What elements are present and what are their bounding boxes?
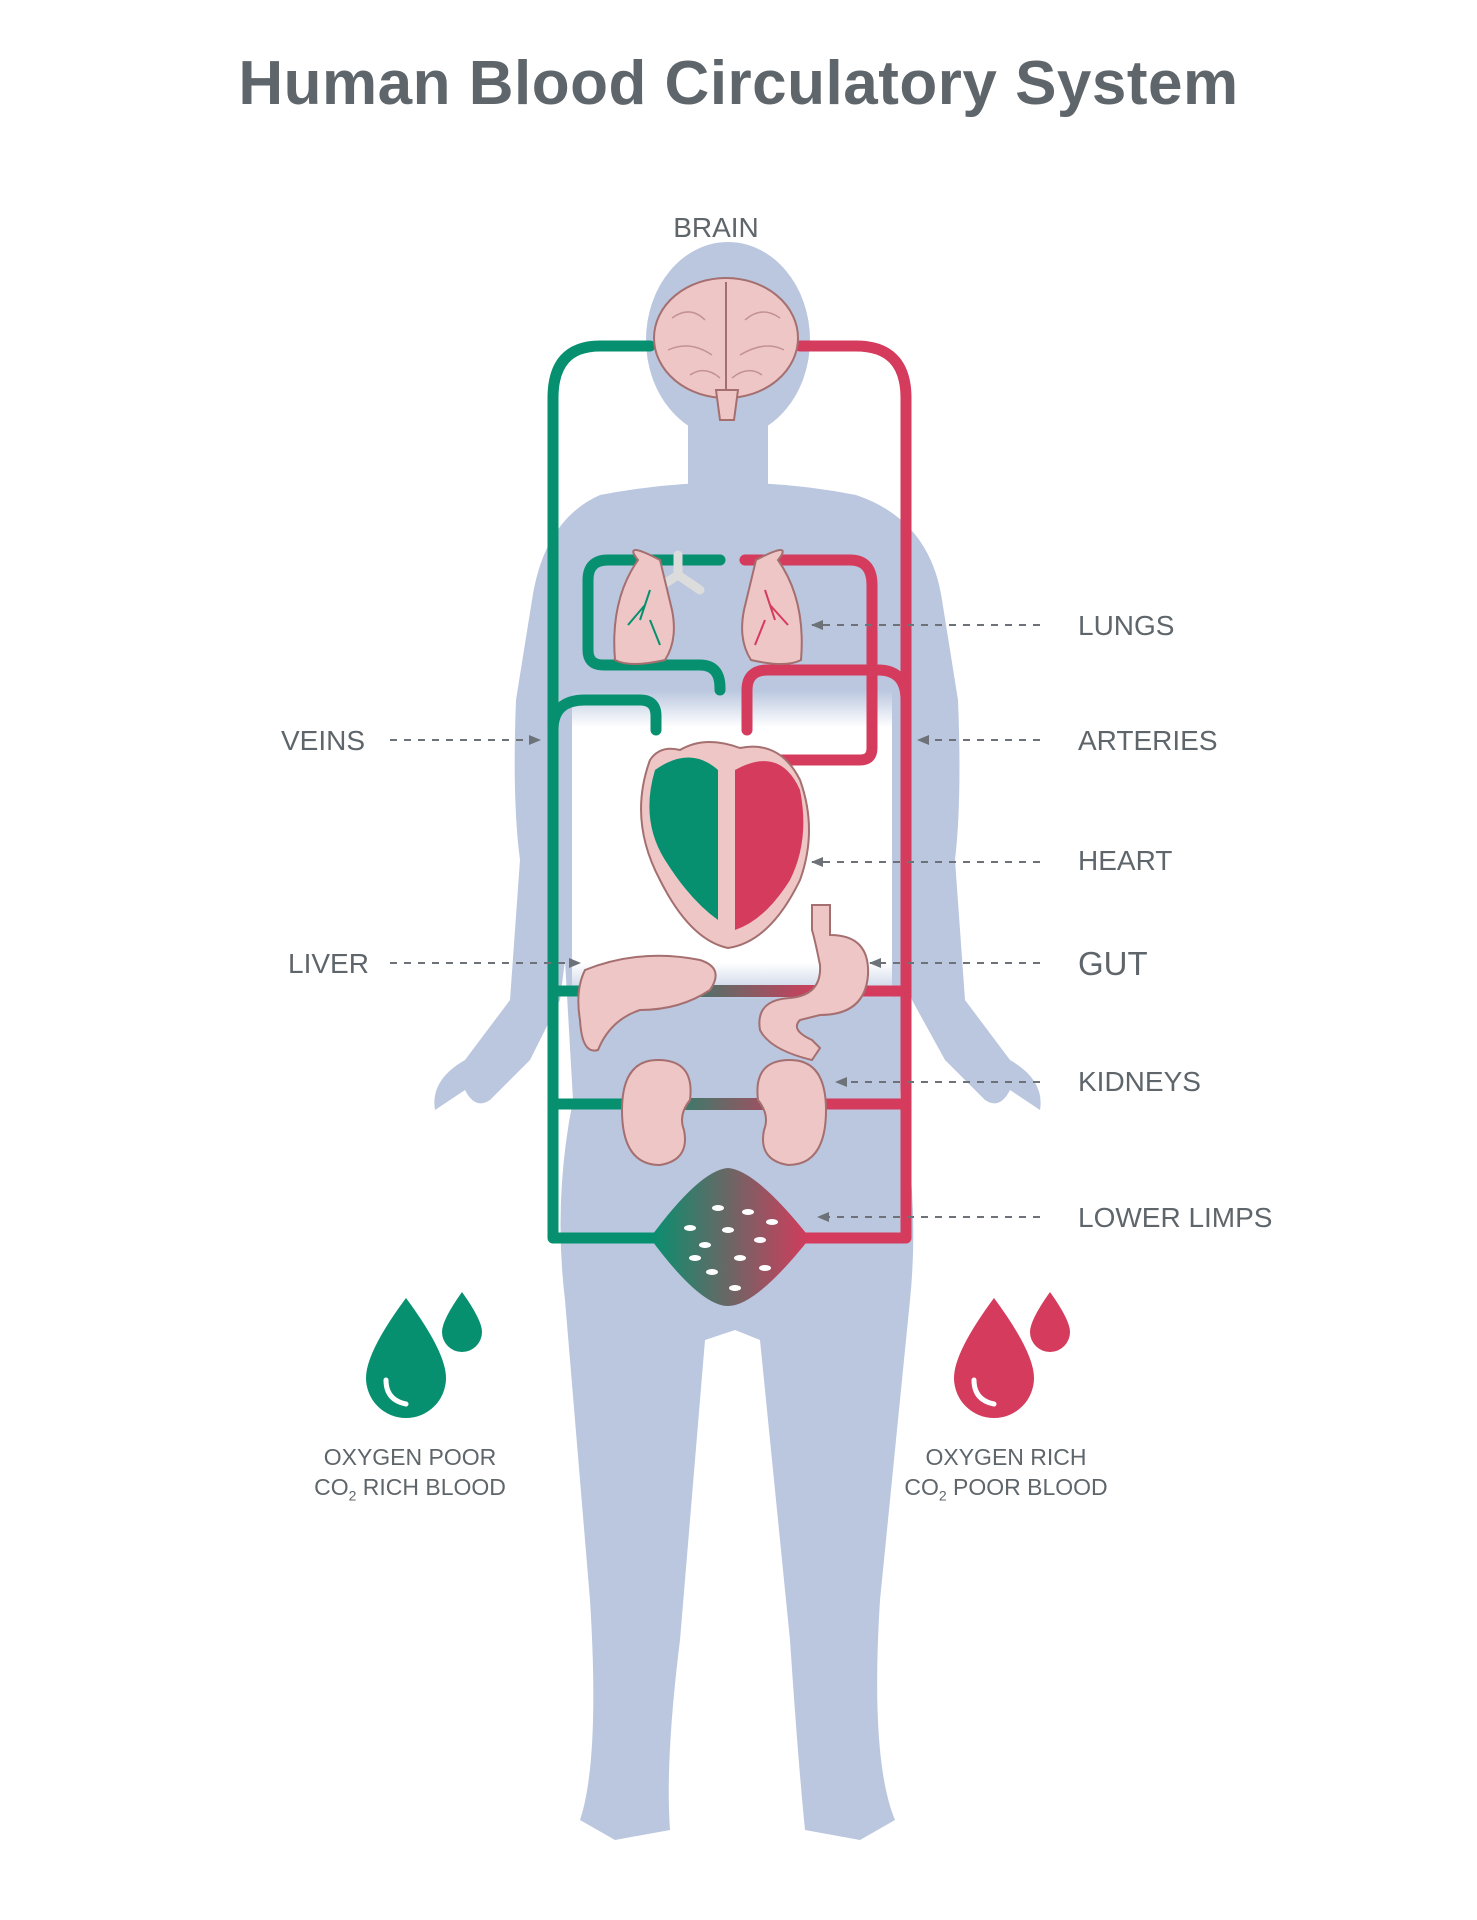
- vein-network: [547, 340, 726, 1244]
- label-gut: GUT: [1078, 945, 1148, 982]
- label-liver: LIVER: [288, 948, 369, 979]
- brain-organ: [653, 277, 799, 421]
- oxygen-poor-drop-icon: [366, 1292, 482, 1418]
- label-heart: HEART: [1078, 845, 1173, 876]
- capillary-bed: [650, 1168, 810, 1306]
- body-silhouette: [434, 242, 1041, 1840]
- liver-organ: [577, 954, 717, 1052]
- label-lower-limps: LOWER LIMPS: [1078, 1202, 1273, 1233]
- legend-poor-line2: CO2 RICH BLOOD: [314, 1474, 506, 1504]
- label-pointers: [390, 620, 1040, 1222]
- legend-rich-line2: CO2 POOR BLOOD: [904, 1474, 1108, 1504]
- legend-oxygen-poor: OXYGEN POOR CO2 RICH BLOOD: [250, 1442, 570, 1511]
- label-veins: VEINS: [281, 725, 366, 756]
- label-lungs: LUNGS: [1078, 610, 1175, 641]
- lungs-organ: [613, 549, 803, 665]
- oxygen-rich-drop-icon: [954, 1292, 1070, 1418]
- legend-oxygen-rich: OXYGEN RICH CO2 POOR BLOOD: [846, 1442, 1166, 1511]
- kidneys-organ: [620, 1058, 828, 1167]
- heart-organ: [640, 740, 810, 950]
- label-brain: BRAIN: [673, 212, 759, 243]
- label-arteries: ARTERIES: [1078, 725, 1218, 756]
- legend-rich-line1: OXYGEN RICH: [925, 1444, 1087, 1470]
- page-title: Human Blood Circulatory System: [238, 49, 1239, 118]
- gut-organ: [758, 904, 870, 1062]
- label-kidneys: KIDNEYS: [1078, 1066, 1201, 1097]
- legend-poor-line1: OXYGEN POOR: [323, 1444, 497, 1470]
